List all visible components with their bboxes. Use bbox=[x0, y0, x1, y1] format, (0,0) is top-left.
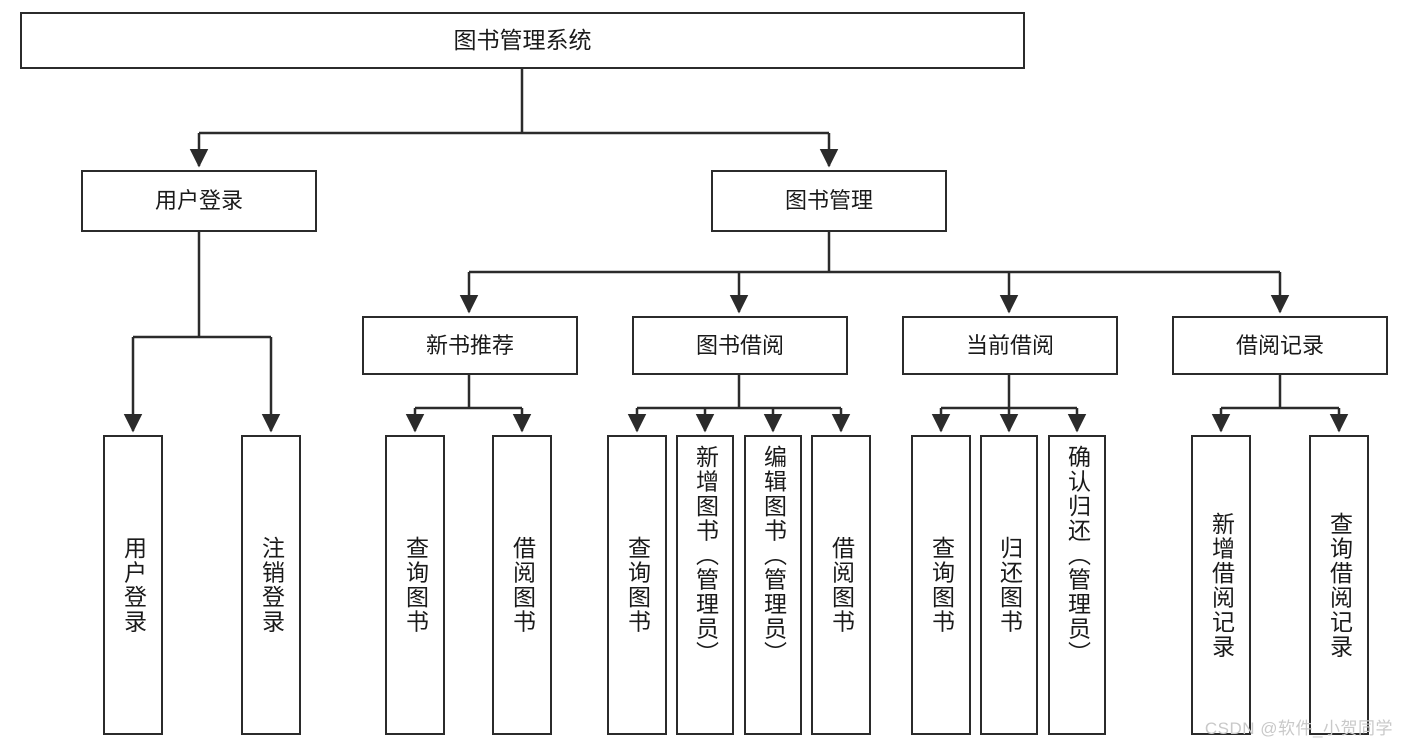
leaf-query-book-2[interactable]: 查询图书 bbox=[607, 435, 667, 735]
leaf-query-book-2-label: 查询图书 bbox=[624, 536, 651, 634]
node-current-borrow-label: 当前借阅 bbox=[965, 332, 1054, 358]
leaf-query-record-label: 查询借阅记录 bbox=[1326, 511, 1353, 659]
node-borrow-record[interactable]: 借阅记录 bbox=[1172, 316, 1388, 375]
node-book-manage[interactable]: 图书管理 bbox=[711, 170, 947, 232]
leaf-query-book-3-label: 查询图书 bbox=[928, 536, 955, 634]
leaf-confirm-return[interactable]: 确认归还（管理员） bbox=[1048, 435, 1106, 735]
leaf-borrow-book-2[interactable]: 借阅图书 bbox=[811, 435, 871, 735]
node-book-manage-label: 图书管理 bbox=[784, 188, 873, 214]
leaf-query-book-1[interactable]: 查询图书 bbox=[385, 435, 445, 735]
node-borrow-record-label: 借阅记录 bbox=[1235, 332, 1324, 358]
node-new-book-rec-label: 新书推荐 bbox=[425, 332, 514, 358]
leaf-query-book-3[interactable]: 查询图书 bbox=[911, 435, 971, 735]
node-book-borrow[interactable]: 图书借阅 bbox=[632, 316, 848, 375]
leaf-add-record[interactable]: 新增借阅记录 bbox=[1191, 435, 1251, 735]
node-root[interactable]: 图书管理系统 bbox=[20, 12, 1025, 69]
node-user-login[interactable]: 用户登录 bbox=[81, 170, 317, 232]
node-current-borrow[interactable]: 当前借阅 bbox=[902, 316, 1118, 375]
leaf-add-book[interactable]: 新增图书（管理员） bbox=[676, 435, 734, 735]
leaf-borrow-book-1-label: 借阅图书 bbox=[509, 536, 536, 634]
leaf-add-record-label: 新增借阅记录 bbox=[1208, 511, 1235, 659]
leaf-edit-book[interactable]: 编辑图书（管理员） bbox=[744, 435, 802, 735]
leaf-user-logout-label: 注销登录 bbox=[258, 536, 285, 634]
leaf-user-logout[interactable]: 注销登录 bbox=[241, 435, 301, 735]
node-book-borrow-label: 图书借阅 bbox=[695, 332, 784, 358]
leaf-borrow-book-2-label: 借阅图书 bbox=[828, 536, 855, 634]
leaf-borrow-book-1[interactable]: 借阅图书 bbox=[492, 435, 552, 735]
leaf-user-login-label: 用户登录 bbox=[120, 536, 147, 634]
leaf-add-book-label: 新增图书（管理员） bbox=[692, 445, 719, 666]
node-root-label: 图书管理系统 bbox=[453, 26, 592, 53]
leaf-return-book-label: 归还图书 bbox=[996, 536, 1023, 634]
leaf-query-book-1-label: 查询图书 bbox=[402, 536, 429, 634]
leaf-confirm-return-label: 确认归还（管理员） bbox=[1064, 445, 1091, 666]
leaf-query-record[interactable]: 查询借阅记录 bbox=[1309, 435, 1369, 735]
node-user-login-label: 用户登录 bbox=[154, 188, 243, 214]
leaf-return-book[interactable]: 归还图书 bbox=[980, 435, 1038, 735]
leaf-edit-book-label: 编辑图书（管理员） bbox=[760, 445, 787, 666]
leaf-user-login[interactable]: 用户登录 bbox=[103, 435, 163, 735]
node-new-book-rec[interactable]: 新书推荐 bbox=[362, 316, 578, 375]
